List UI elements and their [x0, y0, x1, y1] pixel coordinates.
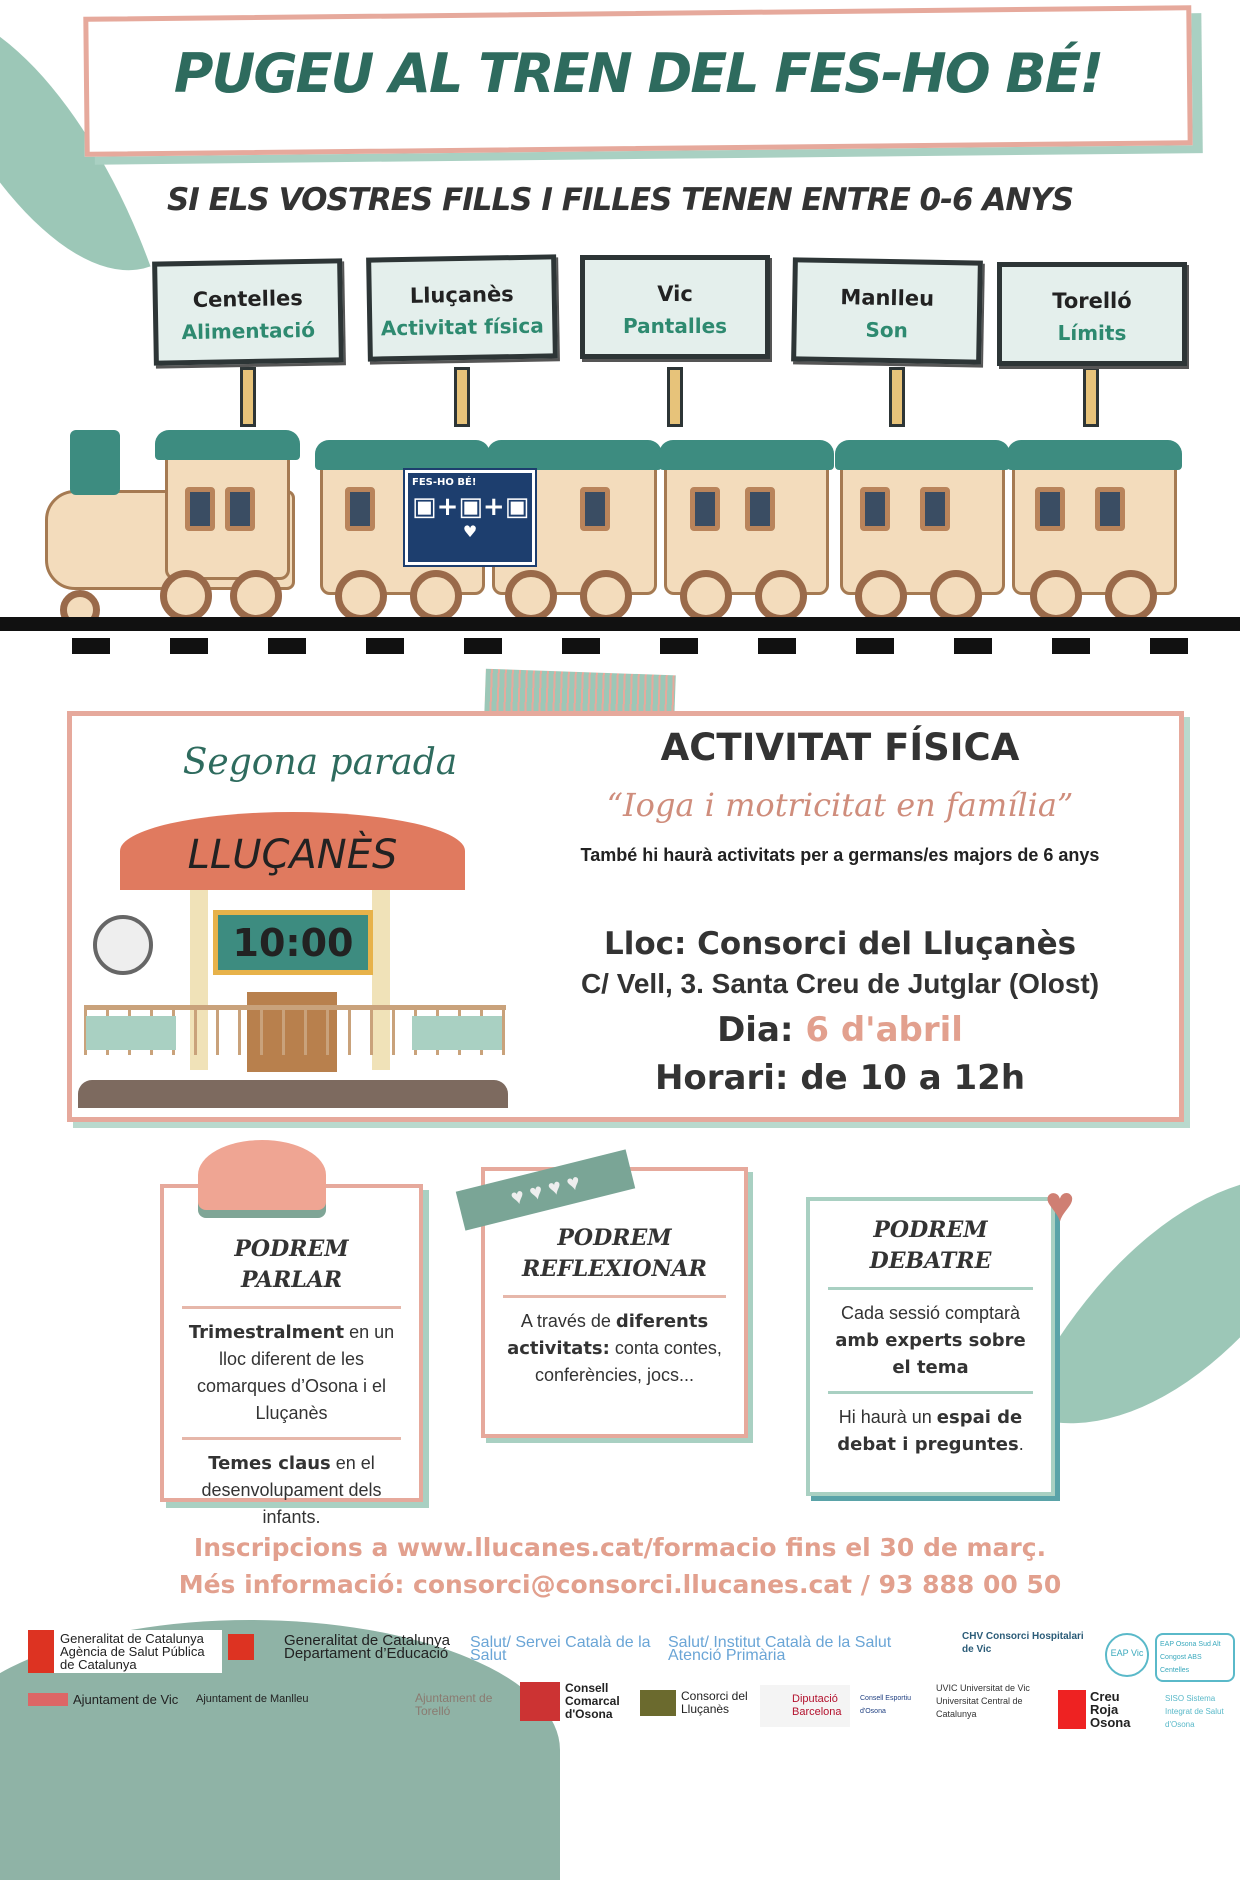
railway-tie: [660, 638, 698, 654]
logo-eap-vic: EAP Vic: [1105, 1633, 1149, 1677]
sign-post: [1083, 367, 1099, 427]
logo-educacio: Generalitat de Catalunya Departament d’E…: [228, 1633, 463, 1661]
heart-pin-icon: ♥: [1045, 1176, 1075, 1232]
card-text: Trimestralment en un lloc diferent de le…: [188, 1322, 395, 1423]
sign-post: [667, 367, 683, 427]
logo-ajuntament-vic: Ajuntament de Vic: [28, 1693, 193, 1706]
event-quote: “Ioga i motricitat en família”: [606, 786, 1074, 824]
railway-tie: [72, 638, 110, 654]
logo-chv: CHV Consorci Hospitalari de Vic: [962, 1631, 1084, 1655]
railway-tie: [856, 638, 894, 654]
railway-tie: [758, 638, 796, 654]
railway-tie: [464, 638, 502, 654]
subtitle: SI ELS VOSTRES FILLS I FILLES TENEN ENTR…: [166, 182, 1074, 218]
railway-tie: [954, 638, 992, 654]
logo-catsalut: Salut/ Servei Català de la Salut: [470, 1634, 651, 1664]
heart-icon: ♥: [462, 522, 478, 541]
logo-eap-osona-sud: EAP Osona Sud Alt Congost ABS Centelles: [1155, 1633, 1235, 1682]
rail: [0, 617, 1240, 631]
event-heading: ACTIVITAT FÍSICA: [660, 726, 1020, 769]
railway-tie: [268, 638, 306, 654]
card-title: PODREM PARLAR: [234, 1236, 349, 1293]
clock-icon: [93, 915, 153, 975]
chimney: [70, 430, 120, 495]
card-parlar: PODREM PARLAR Trimestralment en un lloc …: [160, 1184, 423, 1527]
logo-consell-comarcal: Consell Comarcal d'Osona: [520, 1682, 635, 1721]
railway-tie: [366, 638, 404, 654]
logo-ajuntament-torello: Ajuntament de Torelló: [415, 1691, 493, 1718]
event-note: També hi haurà activitats per a germans/…: [580, 845, 1100, 865]
station-name: LLUÇANÈS: [187, 832, 398, 878]
logo-siso: SISO Sistema Integrat de Salut d'Osona: [1165, 1694, 1224, 1729]
railway-tie: [170, 638, 208, 654]
badge-label: FES-HO BÉ!: [412, 477, 477, 488]
sign-post: [454, 367, 470, 427]
fes-ho-be-badge: FES-HO BÉ! ▣+▣+▣ ♥: [403, 468, 537, 567]
sign-post: [889, 367, 905, 427]
logo-aspcat: Generalitat de Catalunya Agència de Salu…: [28, 1630, 222, 1673]
registration-info[interactable]: Inscripcions a www.llucanes.cat/formacio…: [193, 1533, 1047, 1562]
logo-ajuntament-manlleu: Ajuntament de Manlleu: [196, 1693, 309, 1705]
event-place: Lloc: Consorci del Lluçanès: [603, 926, 1077, 962]
card-text: Cada sessió comptarà amb experts sobre e…: [835, 1303, 1026, 1378]
railway-tie: [562, 638, 600, 654]
activity-icons: ▣+▣+▣: [412, 492, 530, 522]
card-text: Temes claus en el desenvolupament dels i…: [201, 1453, 382, 1527]
event-hours: Horari: de 10 a 12h: [654, 1058, 1026, 1098]
card-text: Hi haurà un espai de debat i preguntes.: [837, 1407, 1024, 1455]
contact-info[interactable]: Més informació: consorci@consorci.llucan…: [178, 1570, 1062, 1599]
station-clock-time: 10:00: [213, 910, 373, 975]
clip-icon: [198, 1140, 326, 1210]
logo-diputacio: Diputació Barcelona: [760, 1685, 850, 1727]
railway-tie: [1052, 638, 1090, 654]
event-day: Dia: 6 d'abril: [500, 1010, 1180, 1050]
logo-uvic: UVIC Universitat de Vic Universitat Cent…: [936, 1683, 1030, 1719]
sign-post: [240, 367, 256, 427]
page-title: PUGEU AL TREN DEL FES-HO BÉ!: [173, 42, 1104, 105]
logo-consell-esportiu: Consell Esportiu d'Osona: [860, 1695, 911, 1715]
railway-tie: [1150, 638, 1188, 654]
day-label: Dia:: [717, 1010, 794, 1050]
stop-label: Segona parada: [182, 742, 458, 783]
logo-consorci-llucanes: Consorci del Lluçanès: [640, 1690, 755, 1716]
event-address: C/ Vell, 3. Santa Creu de Jutglar (Olost…: [580, 968, 1100, 999]
logo-creu-roja: Creu Roja Osona: [1058, 1690, 1138, 1729]
logo-ics: Salut/ Institut Català de la Salut Atenc…: [668, 1634, 892, 1664]
card-text: A través de diferents activitats: conta …: [507, 1311, 722, 1385]
day-value: 6 d'abril: [805, 1010, 963, 1050]
